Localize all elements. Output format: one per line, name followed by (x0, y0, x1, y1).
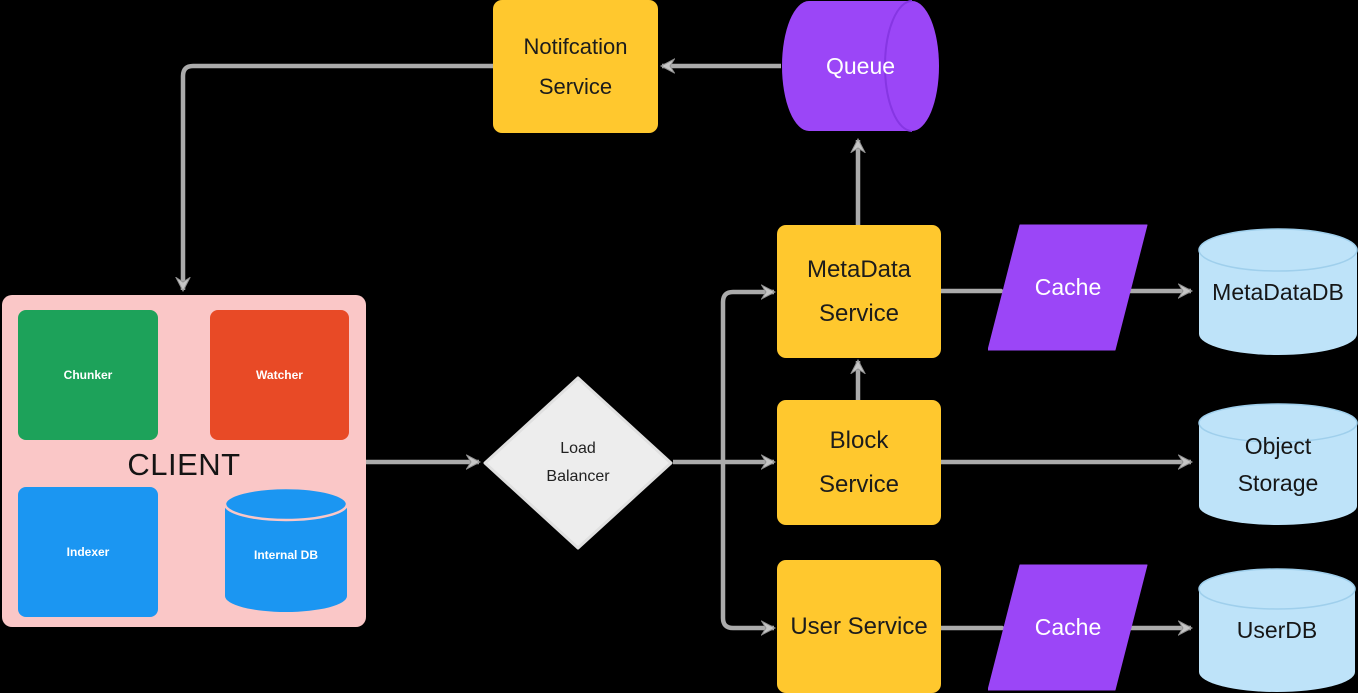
metadata-service-label: MetaData Service (806, 256, 912, 327)
node-user-service: User Service (777, 560, 941, 693)
edge-load-balancer-to-metadata-service (720, 292, 774, 462)
queue-cylinder-rim (884, 0, 913, 132)
node-watcher: Watcher (210, 310, 349, 440)
node-notification-service: Notifcation Service (493, 0, 658, 133)
edge-load-balancer-to-user-service (720, 462, 774, 628)
user-db-cylinder-rim (1198, 568, 1356, 610)
internal-db-cylinder-rim (224, 487, 348, 522)
client-label: CLIENT (127, 447, 241, 482)
node-internal-db: Internal DB (224, 487, 348, 613)
node-load-balancer: Load Balancer (483, 376, 673, 550)
node-user-db: UserDB (1198, 568, 1356, 693)
node-cache-user: Cache (988, 564, 1148, 691)
cache-parallelogram-shape (988, 564, 1148, 691)
notification-service-label: Notifcation Service (523, 33, 628, 99)
user-service-label: User Service (790, 612, 928, 640)
node-block-service: Block Service (777, 400, 941, 525)
node-client: Chunker Watcher CLIENT Indexer Internal … (2, 295, 366, 627)
queue-cylinder-shape (782, 1, 939, 131)
node-queue: Queue (781, 0, 940, 133)
metadata-db-cylinder-rim (1198, 228, 1358, 272)
chunker-label: Chunker (63, 368, 113, 382)
node-object-storage: Object Storage (1198, 403, 1358, 527)
object-storage-cylinder-rim (1198, 403, 1358, 443)
node-metadata-db: MetaDataDB (1198, 228, 1358, 357)
node-indexer: Indexer (18, 487, 158, 617)
cache-parallelogram-shape (988, 224, 1148, 351)
node-cache-metadata: Cache (988, 224, 1148, 351)
node-chunker: Chunker (18, 310, 158, 440)
indexer-label: Indexer (66, 545, 110, 559)
block-service-label: Block Service (818, 427, 900, 498)
node-metadata-service: MetaData Service (777, 225, 941, 358)
watcher-label: Watcher (256, 368, 303, 382)
load-balancer-diamond-shape (483, 376, 673, 550)
edge-notification-service-to-client (183, 63, 493, 290)
